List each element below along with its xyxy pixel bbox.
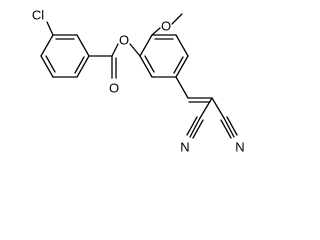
bond-ring2-d	[175, 55, 189, 78]
label-layer: Cl O O O N N	[32, 8, 245, 155]
bond-ring1-inner-3	[45, 55, 56, 73]
bond-cl-c	[46, 21, 54, 36]
bond-c-o-ester	[111, 43, 119, 57]
bond-c-cn-right	[211, 97, 225, 119]
bond-ring2-f	[139, 55, 153, 78]
bond-ring1-inner-2	[74, 56, 85, 74]
bond-ring1-b	[76, 34, 90, 57]
bond-ring2-a	[139, 34, 153, 57]
bond-cn-right-triple-2	[226, 116, 238, 136]
atom-ester-oxygen: O	[119, 33, 129, 48]
atom-methoxy-oxygen: O	[161, 19, 171, 34]
bond-ring2-inner-2	[173, 56, 184, 74]
bond-layer	[40, 13, 238, 139]
bond-ring-vinyl	[175, 76, 189, 99]
atom-chlorine: Cl	[32, 8, 44, 23]
bond-cn-left-triple-3	[186, 116, 198, 136]
atom-nitrile-nitrogen-right: N	[235, 140, 244, 155]
bond-cn-left-triple-2	[192, 119, 204, 139]
molecule-drawing: Cl O O O N N	[32, 8, 245, 155]
atom-carbonyl-oxygen: O	[109, 81, 119, 96]
bond-methoxy-o-ch3	[171, 13, 183, 25]
bond-ring2-c	[175, 34, 189, 57]
atom-nitrile-nitrogen-left: N	[180, 140, 189, 155]
bond-ring1-c	[76, 55, 90, 78]
bond-ring1-e	[40, 55, 54, 78]
bond-ring2-inner-3	[144, 55, 155, 73]
bond-c-cn-left	[199, 97, 213, 119]
bond-ring1-f	[40, 34, 54, 57]
bond-o-ring2	[129, 43, 141, 57]
bond-ring-methoxy-o	[151, 27, 161, 36]
bond-cn-left-triple-1	[189, 117, 201, 138]
structure-canvas: Cl O O O N N	[32, 8, 245, 155]
bond-cn-right-triple-1	[223, 117, 235, 138]
bond-cn-right-triple-3	[220, 119, 232, 139]
